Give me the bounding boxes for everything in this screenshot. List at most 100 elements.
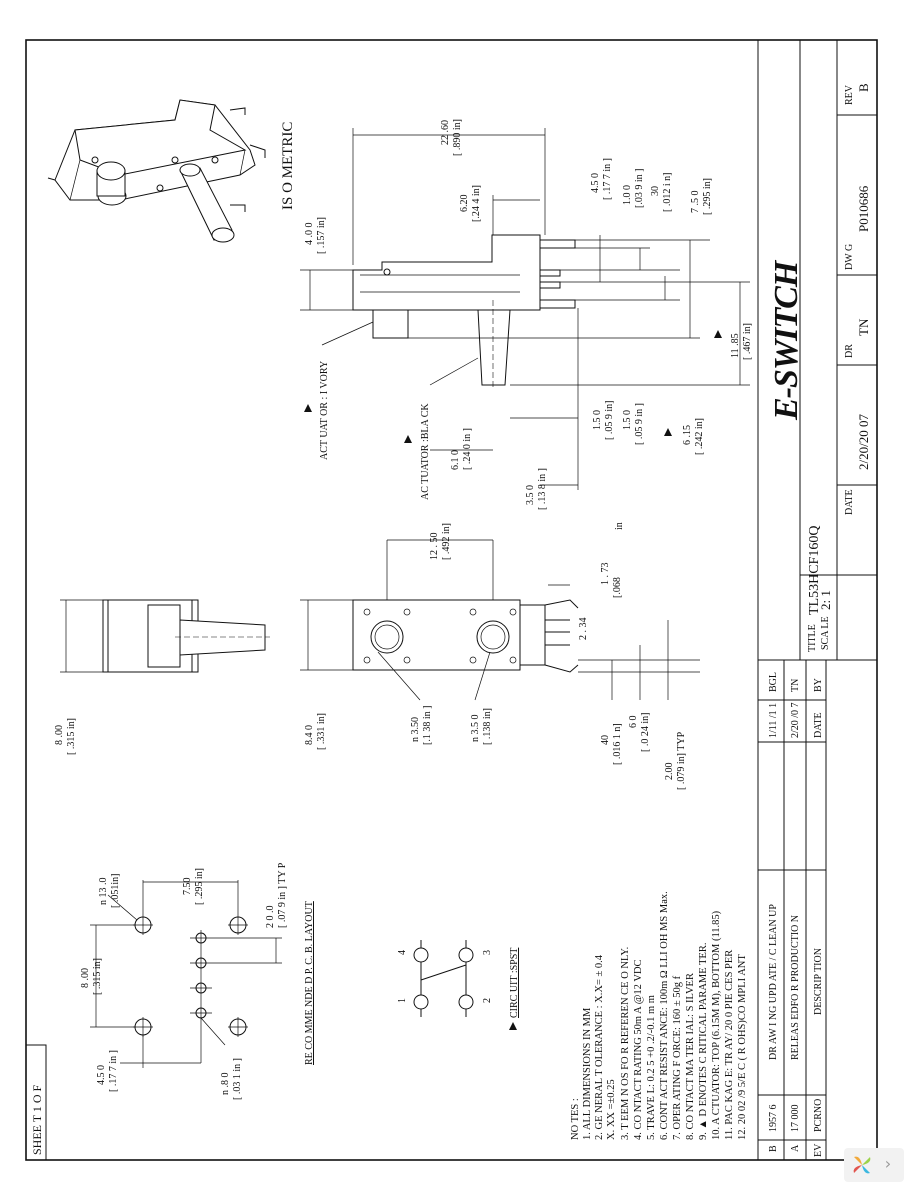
dim-1-73-unit: in <box>614 522 625 530</box>
date-value: 2/20/20 07 <box>856 414 871 470</box>
dim-hole-a-in: [.1 38 in ] <box>422 706 433 745</box>
rev-a-by: TN <box>790 679 801 692</box>
circuit-pin-4: 4 <box>397 950 408 955</box>
dim-6-20-in: [.24 4 in] <box>471 185 482 222</box>
dim-mount-hole-in: [ .051in] <box>110 874 121 908</box>
dim-4-50a: 4.5 0 <box>590 173 601 193</box>
dim-pin-hole-in: [ .03 1 in ] <box>232 1058 243 1100</box>
dim-30: 30 <box>650 186 661 196</box>
dim-8-00a-in: [ .315 in] <box>66 718 77 755</box>
dr-value: TN <box>856 318 871 336</box>
pinwheel-logo-icon <box>853 1156 871 1174</box>
chevron-right-icon[interactable]: › <box>884 1154 892 1173</box>
dim-1-00-in: [.03 9 in ] <box>634 169 645 208</box>
dim-7-50b-in: [ .295 in] <box>194 868 205 905</box>
scale-label: SCA LE <box>820 616 831 650</box>
date-label: DATE <box>844 489 855 515</box>
dim-12-50: 12 . 50 <box>429 533 440 561</box>
viewer-nav: › <box>844 1148 904 1182</box>
rev-header-date: DATE <box>813 712 824 738</box>
rev-a-date: 2/20 /0 7 <box>790 702 801 738</box>
dim-2-00b: 2 0 .0 <box>265 906 276 929</box>
notes-block: NO TES : 1. ALL DIMENSIONS IN MM 2. GE N… <box>570 891 748 1140</box>
critical-triangle <box>714 330 722 338</box>
notes-heading: NO TES : <box>570 1098 581 1140</box>
rev-value: B <box>856 83 871 92</box>
rev-a-pcrno: 17 000 <box>790 1105 801 1133</box>
dim-4-50a-in: [ .17 7 in ] <box>602 158 613 200</box>
rev-header-pcrno: PCRNO <box>813 1099 824 1132</box>
dim-7-50a-in: [ .295 in] <box>702 178 713 215</box>
dim-1-73: 1 . 73 <box>600 563 611 586</box>
dim-8-40: 8.4 0 <box>304 725 315 745</box>
dim-4-50b-in: [ .17 7 in ] <box>108 1050 119 1092</box>
circuit-pin-2: 2 <box>482 998 493 1003</box>
note-5: 5. TRAVE L: 0.2 5 +0 .2/-0.1 m m <box>646 995 657 1140</box>
dim-8-40-in: [ .331 in] <box>316 713 327 750</box>
dim-6-20: 6.20 <box>459 195 470 213</box>
dim-1-50b: 1.5 0 <box>622 410 633 430</box>
dim-60-in: [ .0 24 in] <box>640 713 651 752</box>
dim-6-10-in: [ .24 0 in ] <box>462 428 473 470</box>
dim-11-85: 11 .85 <box>730 333 741 358</box>
rev-b-date: 1/11 /1 1 <box>768 703 779 738</box>
dwg-number: P010686 <box>856 185 871 232</box>
part-title: TL53HCF160Q <box>807 526 822 615</box>
revision-table: EV PCRNO DESCRIP TION DATE BY B 1957 6 D… <box>768 672 824 1157</box>
rev-header-ev: EV <box>813 1143 824 1157</box>
sheet-label: SHEE T 1 O F <box>30 1084 44 1155</box>
circuit-caption: CIRC UIT :SPST <box>509 948 520 1018</box>
circuit-pin-3: 3 <box>482 950 493 955</box>
dim-4-00: 4 .0 0 <box>304 223 315 246</box>
note-1: 1. ALL DIMENSIONS IN MM <box>582 1007 593 1140</box>
dim-4-50b: 4.5 0 <box>96 1065 107 1085</box>
circuit-pin-1: 1 <box>397 998 408 1003</box>
rev-label: REV <box>844 84 855 105</box>
dim-2-00a-in: [ .079 in] TYP <box>676 731 687 790</box>
dim-60: 6 0 <box>628 716 639 729</box>
note-8: 8. CO NTACT MA TER IAL: S ILVER <box>685 973 696 1140</box>
dim-3-50: 3.5 0 <box>525 485 536 505</box>
pcb-layout: 7.50 [ .295 in] 8 .00 [ .315 in] 4.5 0 [… <box>80 862 315 1100</box>
note-10: 10. A CTUATOR: TOP (6.15M M), BOTTOM (11… <box>711 910 722 1140</box>
critical-triangle <box>404 435 412 443</box>
dim-40: 40 <box>600 735 611 745</box>
dim-hole-a: n 3.50 <box>410 717 421 742</box>
dim-1-73-in: [.068 <box>612 577 623 598</box>
isometric-view: IS O METRIC <box>47 99 296 243</box>
dim-8-00a: 8 .00 <box>54 725 65 745</box>
sheet-frame <box>25 39 878 1161</box>
critical-triangle <box>664 428 672 436</box>
dim-6-15: 6 .15 <box>682 425 693 445</box>
dr-label: DR <box>844 344 855 358</box>
dim-1-00: 1.0 0 <box>622 185 633 205</box>
note-4: 4. CO NTACT RATING 50m A @12 VDC <box>633 959 644 1140</box>
dim-1-50a-in: [ .05 9 in] <box>604 401 615 440</box>
isometric-label: IS O METRIC <box>280 122 296 210</box>
dim-22-60-in: [ .890 in] <box>452 119 463 156</box>
title-label: TITLE <box>807 624 818 652</box>
dim-3-50-in: [ .13 8 in ] <box>537 468 548 510</box>
dwg-label: DW G <box>844 244 855 270</box>
actuator-black-callout: AC TUATOR :BLA CK <box>420 403 431 500</box>
note-9: 9. ▲ D ENOTES C RITICAL PARAME TER. <box>698 942 709 1140</box>
note-3: 3. T EEM N OS FO R REFEREN CE O NLY. <box>620 947 631 1140</box>
dim-2-00b-in: [ .07 9 in ] TY P <box>277 862 288 928</box>
rev-b-pcrno: 1957 6 <box>768 1105 779 1133</box>
dim-8-00b-in: [ .315 in] <box>92 958 103 995</box>
dim-6-10: 6.1 0 <box>450 450 461 470</box>
dim-40-in: [ .016 1 n] <box>612 723 623 765</box>
dim-6-15-in: [ .242 in] <box>694 418 705 455</box>
brand-text: E-SWITCH <box>768 259 805 421</box>
dim-1-50a: 1.5 0 <box>592 410 603 430</box>
critical-triangle <box>304 404 312 412</box>
dim-2-00a: 2.00 <box>664 763 675 781</box>
scale-value: 2: 1 <box>818 590 833 610</box>
rev-header-description: DESCRIP TION <box>813 948 824 1015</box>
note-6: 6. CONT ACT RESIST ANCE: 100m Ω LLI OH M… <box>659 891 670 1140</box>
dim-7-50a: 7 .5 0 <box>690 191 701 214</box>
dim-1-50b-in: [ .05 9 in ] <box>634 403 645 445</box>
e-switch-logo: E-SWITCH <box>768 259 805 421</box>
dim-2-34: 2 . 34 <box>578 618 589 641</box>
